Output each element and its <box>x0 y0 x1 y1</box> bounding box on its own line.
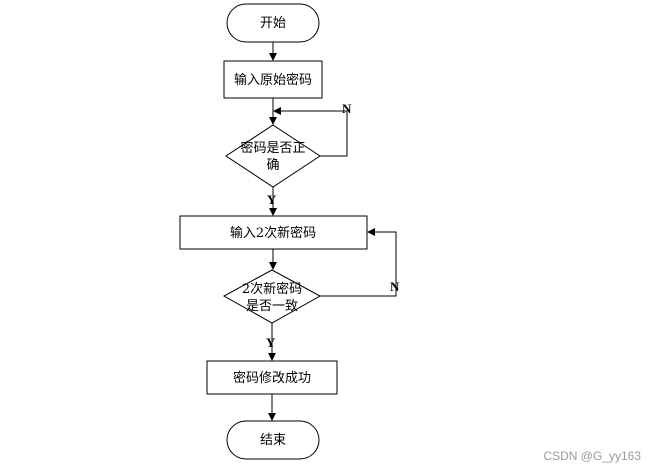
start-node: 开始 <box>226 3 320 43</box>
input-original-password-node: 输入原始密码 <box>223 60 323 99</box>
check-match-no-label: N <box>390 279 400 294</box>
password-change-success-label: 密码修改成功 <box>233 370 311 386</box>
check-new-password-match-label-line2: 是否一致 <box>246 299 298 314</box>
check-password-correct-decision: 密码是否正 确 <box>225 124 321 188</box>
check-password-correct-label-line1: 密码是否正 <box>240 140 305 156</box>
check-new-password-match-decision: 2次新密码 是否一致 <box>222 269 322 324</box>
check-password-correct-label-line2: 确 <box>266 158 279 173</box>
input-original-password-label: 输入原始密码 <box>234 72 312 88</box>
edge-check-match-no-loop <box>320 228 397 297</box>
start-label: 开始 <box>260 16 286 31</box>
csdn-watermark: CSDN @G_yy163 <box>543 449 641 463</box>
password-change-success-node: 密码修改成功 <box>206 360 338 395</box>
end-node: 结束 <box>226 420 320 460</box>
edge-check-correct-no-loop <box>273 107 348 157</box>
input-new-password-label: 输入2次新密码 <box>230 225 316 241</box>
check-new-password-match-label-line1: 2次新密码 <box>242 281 302 297</box>
end-label: 结束 <box>260 433 286 448</box>
input-new-password-node: 输入2次新密码 <box>179 215 368 250</box>
check-match-yes-label: Y <box>266 335 276 350</box>
check-correct-no-label: N <box>342 101 352 116</box>
check-correct-yes-label: Y <box>267 192 277 207</box>
